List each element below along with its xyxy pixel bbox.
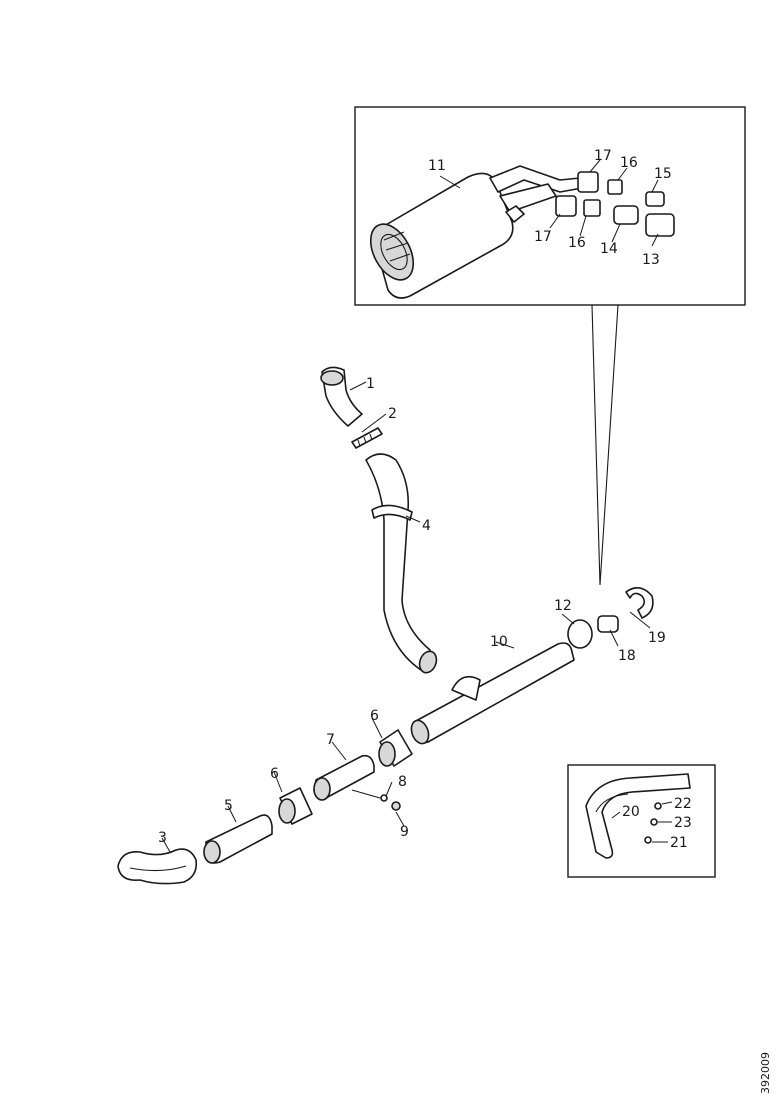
sleeve-part-6-lower <box>278 787 313 825</box>
callout-7: 7 <box>326 732 335 748</box>
muffler-detail-inset: 11 17 16 15 17 16 14 13 <box>354 106 746 586</box>
callout-5: 5 <box>224 798 233 814</box>
callout-17-lower: 17 <box>534 229 552 245</box>
inset-fittings <box>555 171 675 237</box>
fitting-14 <box>613 205 639 225</box>
hose-part-3 <box>117 848 198 885</box>
callout-13: 13 <box>642 252 660 268</box>
callout-1: 1 <box>366 376 375 392</box>
fitting-15 <box>645 191 665 207</box>
pipe-bracket <box>371 504 413 521</box>
sleeve-part-12 <box>567 619 593 649</box>
callout-16-lower: 16 <box>568 235 586 251</box>
clamp-part-2 <box>351 427 383 449</box>
callout-9: 9 <box>400 824 409 840</box>
callout-19: 19 <box>648 630 666 646</box>
exhaust-assembly: 1 2 4 10 12 18 19 6 7 8 9 6 5 3 <box>117 366 666 885</box>
callout-4: 4 <box>422 518 431 534</box>
clamp-part-19 <box>625 587 654 619</box>
bracket-detail-inset: 20 22 23 21 <box>567 764 716 878</box>
muffler-part-11 <box>369 165 583 299</box>
nut-part-8 <box>380 794 388 802</box>
bolt-part-8 <box>351 789 381 799</box>
inset-pointer <box>591 304 619 586</box>
callout-18-main: 18 <box>618 648 636 664</box>
bolt-part-22 <box>654 802 662 810</box>
nut-part-21 <box>644 836 652 844</box>
fitting-16-upper <box>607 179 623 195</box>
elbow-part-1 <box>320 366 363 427</box>
callout-11: 11 <box>428 158 446 174</box>
clip-part-18 <box>597 615 619 633</box>
callout-22: 22 <box>674 796 692 812</box>
callout-14: 14 <box>600 241 618 257</box>
callout-15: 15 <box>654 166 672 182</box>
pipe-part-5 <box>203 814 273 864</box>
callout-10: 10 <box>490 634 508 650</box>
fitting-16-lower <box>583 199 601 217</box>
bracket-part-20 <box>585 773 691 859</box>
fitting-17-lower <box>555 195 577 217</box>
down-pipe-part-4 <box>365 453 438 674</box>
callout-6-lower: 6 <box>270 766 279 782</box>
pipe-part-7 <box>313 754 375 801</box>
washer-part-9 <box>391 801 401 811</box>
callout-2: 2 <box>388 406 397 422</box>
fitting-13 <box>645 213 675 237</box>
callout-20: 20 <box>622 804 640 820</box>
sleeve-part-6-upper <box>378 729 413 767</box>
pipe-part-10 <box>410 642 575 745</box>
fitting-17-upper <box>577 171 599 193</box>
washer-part-23 <box>650 818 658 826</box>
callout-23: 23 <box>674 815 692 831</box>
callout-16-upper: 16 <box>620 155 638 171</box>
callout-21: 21 <box>670 835 688 851</box>
callout-17-upper: 17 <box>594 148 612 164</box>
callout-3: 3 <box>158 830 167 846</box>
callout-8: 8 <box>398 774 407 790</box>
callout-6-upper: 6 <box>370 708 379 724</box>
figure-reference: 392009 <box>759 1052 772 1094</box>
pipe-10-stub <box>451 675 481 701</box>
callout-12: 12 <box>554 598 572 614</box>
